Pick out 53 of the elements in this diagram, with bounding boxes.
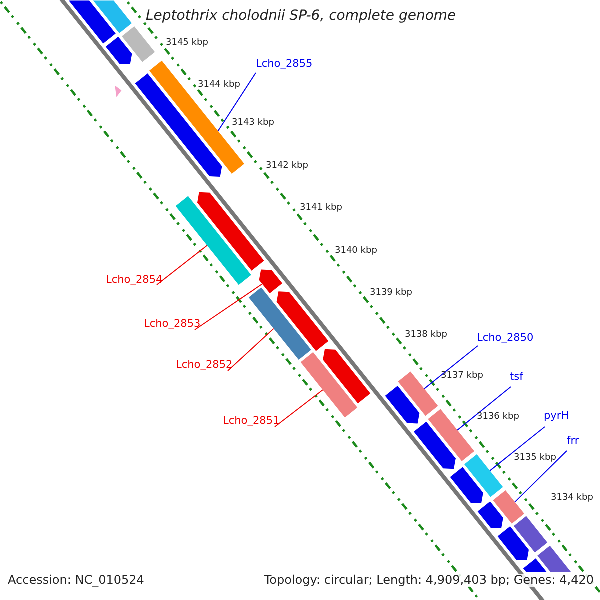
gene-bar: [385, 386, 420, 424]
gene-bar: [106, 36, 132, 64]
gene-bar: [122, 26, 156, 62]
scale-label: 3134 kbp: [551, 494, 594, 504]
scale-label: 3141 kbp: [300, 204, 342, 214]
scale-label: 3135 kbp: [514, 454, 556, 464]
gene-bar: [323, 349, 371, 404]
gene-label: Lcho_2850: [477, 333, 534, 345]
gene-bar: [259, 270, 282, 294]
gene-label: Lcho_2852: [176, 360, 233, 372]
gene-label: Lcho_2854: [106, 275, 163, 287]
leader-line: [274, 390, 324, 428]
gene-label: tsf: [510, 372, 524, 384]
accession-text: Accession: NC_010524: [6, 574, 146, 588]
gene-bar: [493, 490, 524, 524]
gene-bar: [428, 409, 474, 462]
gene-bar: [248, 288, 312, 360]
gene-bar: [538, 546, 571, 572]
scale-label: 3142 kbp: [266, 162, 308, 172]
gene-bar: [464, 454, 504, 498]
scale-label: 3140 kbp: [335, 247, 378, 257]
gene-label: Lcho_2851: [223, 416, 280, 428]
gene-bar: [523, 558, 547, 572]
leader-line: [194, 284, 263, 330]
gene-label: frr: [567, 436, 580, 448]
gene-bar: [514, 516, 548, 553]
scale-label: 3138 kbp: [405, 331, 448, 341]
gene-bar: [300, 352, 358, 418]
scale-label: 3136 kbp: [477, 413, 520, 423]
gene-bar: [135, 74, 222, 177]
gene-bar: [176, 196, 252, 286]
genome-info-text: Topology: circular; Length: 4,909,403 bp; Genes: 4,420: [262, 574, 596, 588]
title: Leptothrix cholodnii SP-6, complete genome: [146, 9, 456, 24]
leader-line: [490, 426, 546, 472]
scale-label: 3139 kbp: [370, 289, 412, 299]
gene-bar: [69, 0, 116, 44]
scale-label: 3145 kbp: [166, 39, 208, 49]
scale-label: 3143 kbp: [232, 119, 274, 129]
gene-bar: [450, 467, 484, 504]
leader-line: [218, 72, 256, 132]
scale-label: 3137 kbp: [441, 372, 484, 382]
leader-line: [228, 328, 274, 372]
gene-bar: [198, 192, 264, 271]
gene-bar: [276, 292, 329, 352]
scale-label: 3144 kbp: [198, 81, 240, 91]
gene-bar: [398, 372, 438, 416]
gene-bar: [93, 0, 132, 34]
gene-label: Lcho_2855: [256, 59, 313, 71]
gene-label: Lcho_2853: [144, 319, 201, 331]
gene-bar: [498, 526, 529, 560]
gene-marker: [115, 86, 122, 98]
gene-bar: [414, 422, 456, 470]
gene-label: pyrH: [544, 411, 570, 423]
